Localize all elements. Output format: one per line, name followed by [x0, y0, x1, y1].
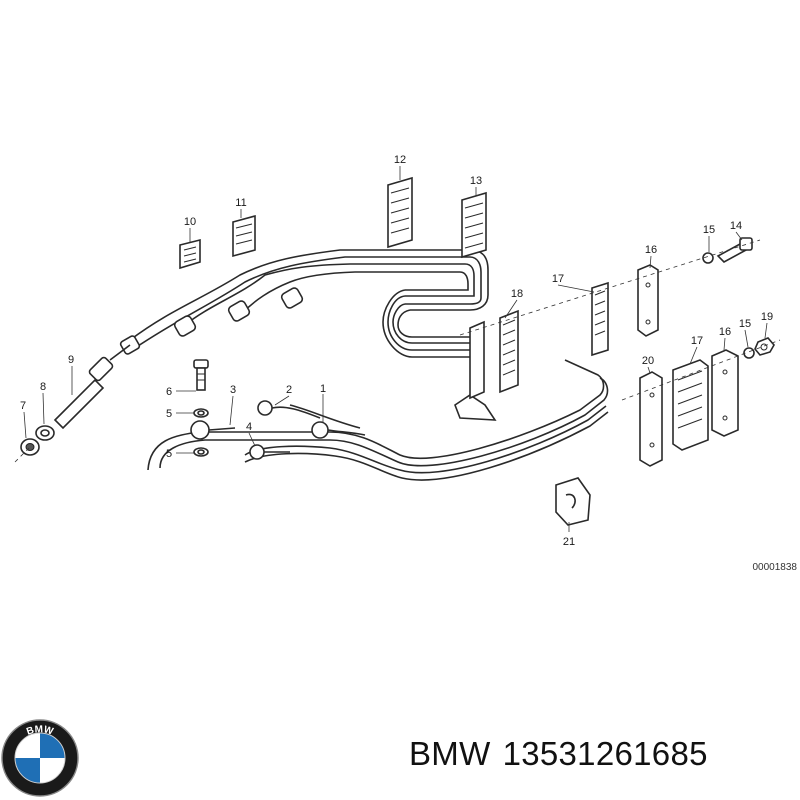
bolt-14-washer-15	[702, 237, 753, 264]
callouts: 1 2 3 4 5 5 6 7 8 9 10 11 12 13 14 15 15…	[20, 154, 773, 548]
callout-13: 13	[470, 175, 482, 187]
clip-21	[555, 477, 591, 526]
callout-20: 20	[642, 355, 654, 367]
callout-15b: 15	[739, 318, 751, 330]
callout-19: 19	[761, 311, 773, 323]
banjo-fittings	[190, 400, 366, 460]
clip-12	[387, 176, 413, 249]
callout-14: 14	[730, 220, 742, 232]
callout-21: 21	[563, 536, 575, 548]
callout-16b: 16	[719, 326, 731, 338]
bracket-16-lower	[711, 349, 739, 437]
seal-rings	[193, 408, 209, 457]
drawing-code: 00001838	[753, 562, 798, 573]
callout-15a: 15	[703, 224, 715, 236]
svg-text:BMW: BMW	[25, 724, 55, 738]
callout-4: 4	[246, 421, 252, 433]
callout-12: 12	[394, 154, 406, 166]
hollow-bolt	[193, 359, 209, 391]
callout-17b: 17	[691, 335, 703, 347]
callout-9: 9	[68, 354, 74, 366]
callout-7: 7	[20, 400, 26, 412]
callout-1: 1	[320, 383, 326, 395]
holder-17-upper	[591, 281, 609, 357]
line-fittings-upper	[119, 287, 304, 355]
support-bracket	[454, 394, 497, 421]
injection-line-bundle-upper	[129, 249, 489, 358]
holder-17-lower	[672, 359, 709, 451]
clip-13	[461, 191, 487, 259]
holder-18	[469, 309, 519, 400]
logo-lettering: BMW	[25, 724, 55, 738]
callout-16a: 16	[645, 244, 657, 256]
brand-name: BMW	[409, 735, 491, 772]
callout-10: 10	[184, 216, 196, 228]
bmw-logo: BMW	[1, 719, 79, 797]
callout-2: 2	[286, 384, 292, 396]
part-number: 13531261685	[502, 735, 708, 772]
clip-11	[232, 214, 256, 258]
part-caption: BMW 13531261685	[409, 735, 720, 773]
callout-6: 6	[166, 386, 172, 398]
clip-10	[179, 238, 201, 270]
leader-lines	[23, 166, 768, 532]
callout-5a: 5	[166, 408, 172, 420]
callout-5b: 5	[166, 448, 172, 460]
callout-8: 8	[40, 381, 46, 393]
bracket-16-upper	[637, 264, 659, 337]
bracket-20	[639, 371, 663, 467]
injection-line-bundle-lower	[147, 359, 609, 481]
injector-assembly	[14, 344, 131, 463]
callout-17a: 17	[552, 273, 564, 285]
callout-3: 3	[230, 384, 236, 396]
callout-18: 18	[511, 288, 523, 300]
callout-11: 11	[235, 197, 246, 209]
